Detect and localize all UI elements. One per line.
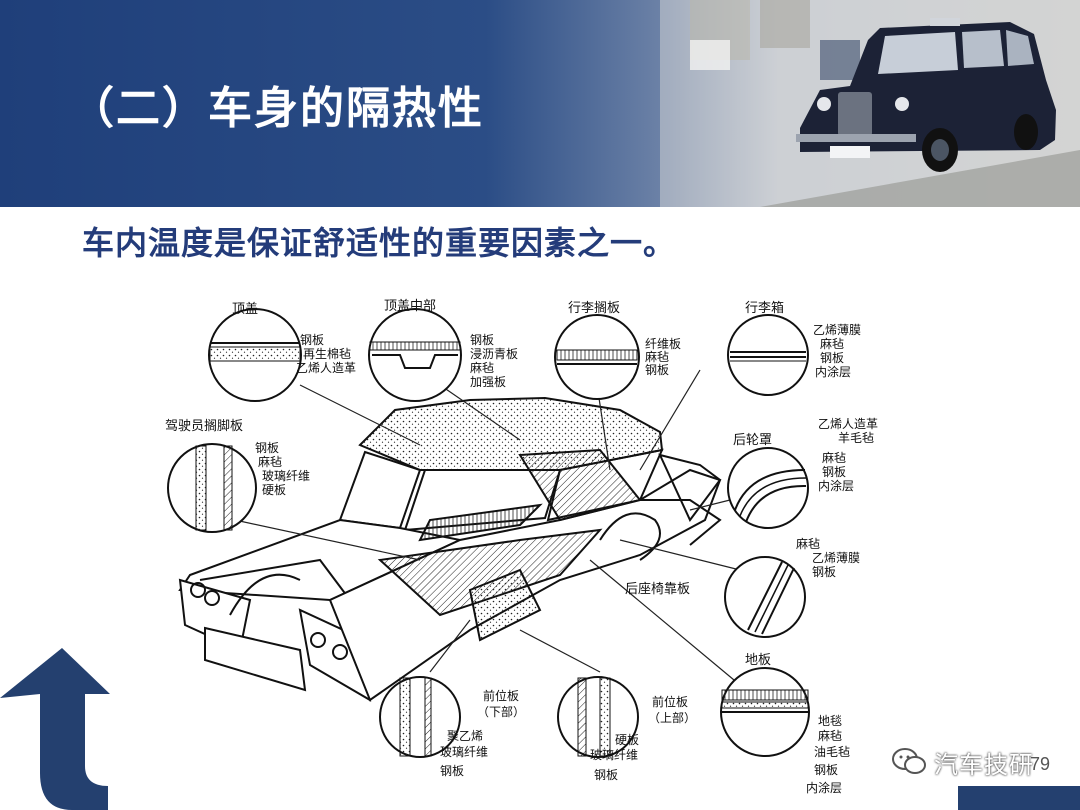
footrest-layer-3: 玻璃纤维 [262,469,310,483]
detail-trunk [727,314,809,396]
footrest-layer-4: 硬板 [262,483,286,497]
front-upper-subtitle: （上部） [648,710,696,725]
luggage-shelf-layer-2: 麻毡 [645,349,669,364]
watermark: 汽车技研 [892,742,1042,782]
car-insulation-diagram: 顶盖 钢板 再生棉毡 乙烯人造革 顶盖中部 钢板 浸沥青板 麻毡 加强板 行李搁… [165,299,878,795]
front-upper-layer-3: 钢板 [594,768,618,782]
roof-mid-layer-4: 加强板 [470,375,506,389]
wheel-arch-layer-3: 麻毡 [822,450,846,465]
watermark-text: 汽车技研 [934,750,1034,779]
page-number: 79 [1030,754,1051,774]
detail-rear-seat [724,556,806,638]
roof-mid-title: 顶盖中部 [384,299,436,314]
front-upper-layer-1: 硬板 [615,733,639,747]
callout-lines [234,369,741,686]
trunk-layer-2: 麻毡 [820,336,844,351]
floor-layer-2: 麻毡 [818,728,842,743]
trunk-layer-4: 内涂层 [815,364,851,379]
footer-bar [958,786,1080,810]
rear-seat-layer-3: 钢板 [812,565,836,579]
luggage-shelf-layer-3: 钢板 [645,363,669,377]
front-lower-subtitle: （下部） [477,704,525,719]
slide-subtitle: 车内温度是保证舒适性的重要因素之一。 [82,224,677,262]
rear-seat-layer-2: 乙烯薄膜 [812,550,860,565]
wechat-icon [892,748,926,774]
floor-layer-1: 地毯 [818,714,842,728]
roof-mid-layer-1: 钢板 [470,333,494,347]
luggage-shelf-layer-1: 纤维板 [645,337,681,351]
detail-roof-mid [368,308,462,402]
slide-title: （二）车身的隔热性 [70,83,484,134]
roof-layer-3: 乙烯人造革 [296,361,356,375]
roof-layer-2: 再生棉毡 [303,347,351,361]
luggage-shelf-title: 行李搁板 [568,301,620,316]
detail-floor [720,667,810,757]
detail-front-lower [379,676,461,758]
trunk-layer-1: 乙烯薄膜 [813,322,861,337]
footrest-layer-2: 麻毡 [258,454,282,469]
trunk-title: 行李箱 [745,300,784,316]
detail-luggage-shelf [554,314,640,400]
detail-front-upper [557,676,639,758]
front-upper-title: 前位板 [652,694,688,709]
wheel-arch-layer-2: 羊毛毡 [838,430,874,445]
car-body-drawing [178,396,722,702]
roof-title: 顶盖 [232,302,258,317]
front-lower-layer-1: 聚乙烯 [447,729,483,743]
front-lower-layer-2: 玻璃纤维 [440,745,488,759]
taxi-photo [660,0,1080,207]
detail-footrest [167,443,257,533]
floor-layer-5: 内涂层 [806,780,842,795]
rear-seat-layer-1: 麻毡 [796,536,820,551]
trunk-layer-3: 钢板 [820,351,844,365]
wheel-arch-layer-5: 内涂层 [818,478,854,493]
detail-wheel-arch [727,447,809,529]
wheel-arch-layer-4: 钢板 [822,465,846,479]
floor-layer-4: 钢板 [814,763,838,777]
detail-roof [208,308,302,402]
floor-layer-3: 油毛毡 [814,745,850,759]
front-upper-layer-2: 玻璃纤维 [590,748,638,762]
wheel-arch-title: 后轮罩 [733,433,772,448]
roof-layer-1: 钢板 [300,333,324,347]
front-lower-layer-3: 钢板 [440,764,464,778]
footrest-layer-1: 钢板 [255,441,279,455]
roof-mid-layer-3: 麻毡 [470,360,494,375]
t-logo [0,648,110,810]
header-banner: （二）车身的隔热性 [0,0,1080,207]
rear-seat-title: 后座椅靠板 [625,582,690,597]
footrest-title: 驾驶员搁脚板 [165,418,243,434]
wheel-arch-layer-1: 乙烯人造革 [818,417,878,431]
front-lower-title: 前位板 [483,688,519,703]
roof-mid-layer-2: 浸沥青板 [470,347,518,361]
floor-title: 地板 [745,653,771,668]
